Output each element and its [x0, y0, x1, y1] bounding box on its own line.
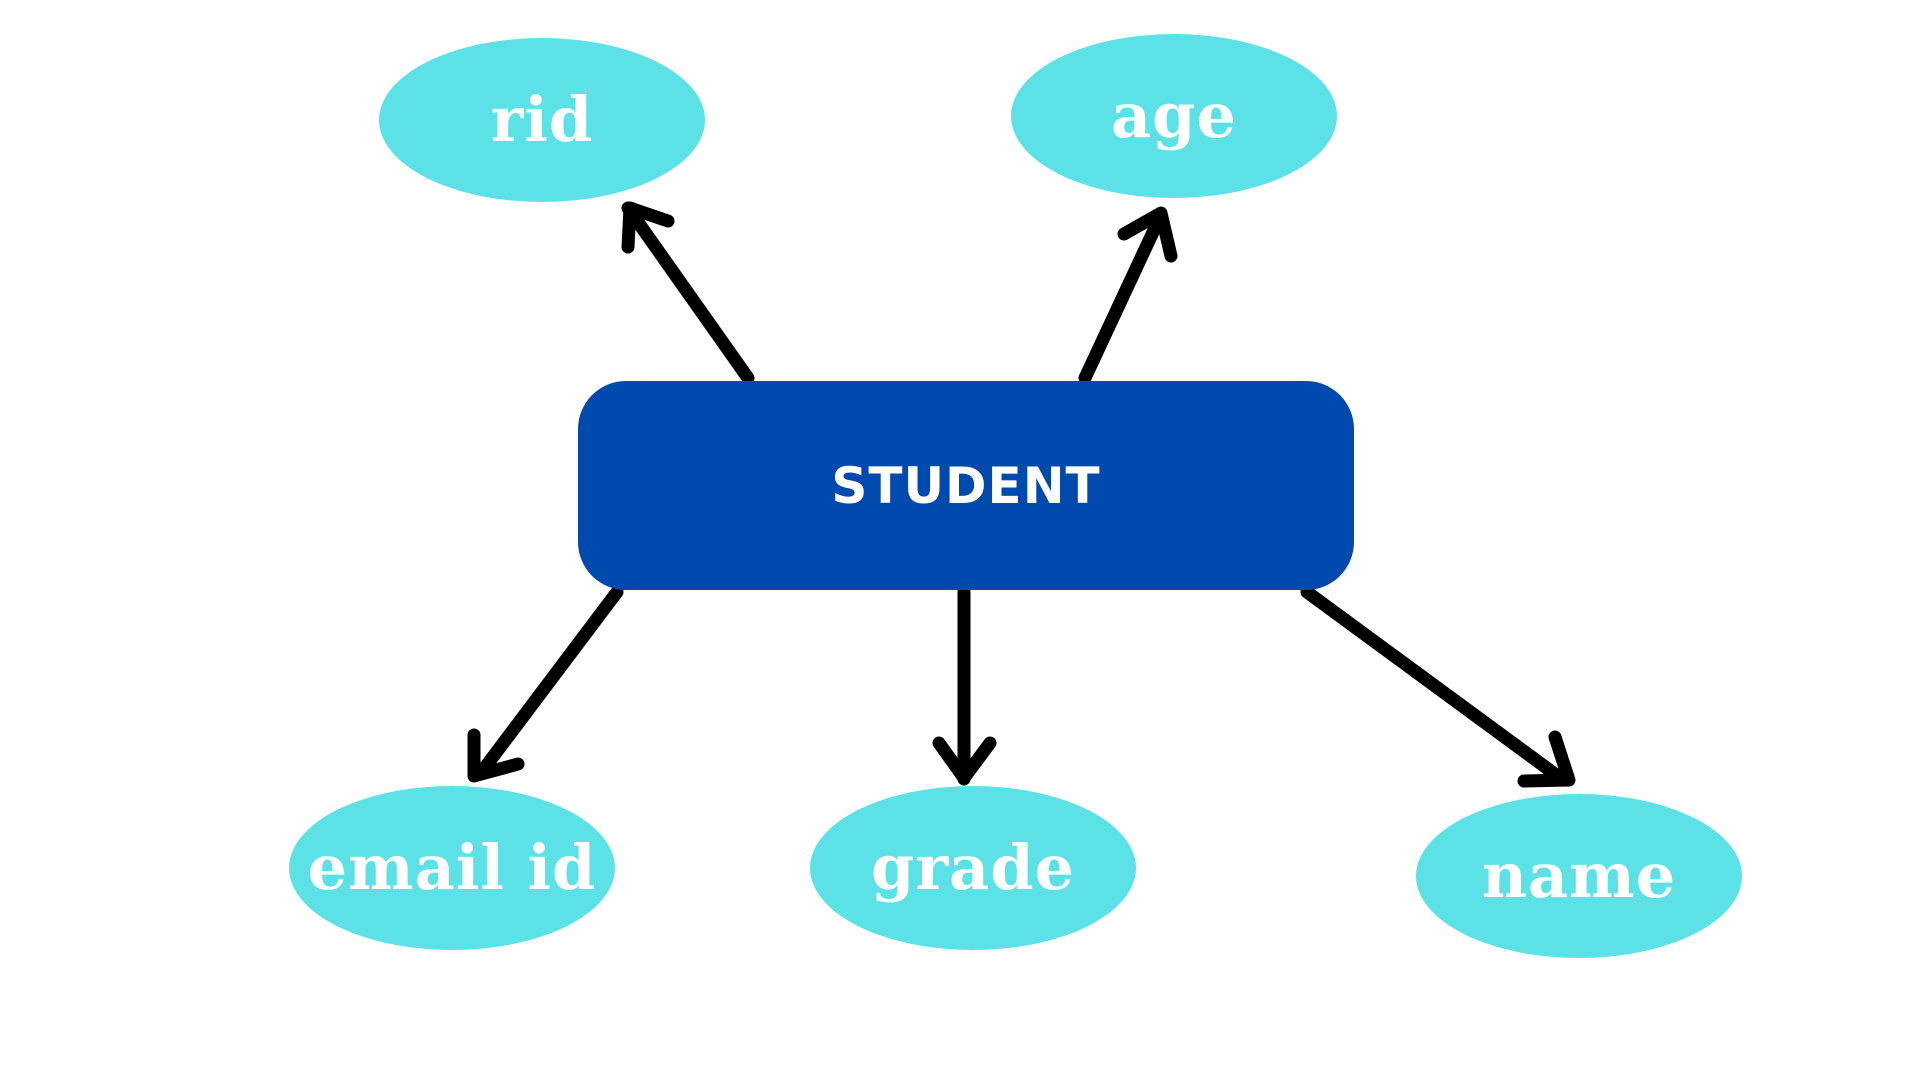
- attribute-age: age: [1011, 34, 1337, 198]
- arrow-to-name: [1300, 585, 1576, 788]
- attribute-label: name: [1481, 839, 1677, 912]
- arrowhead: [932, 736, 997, 785]
- arrow-shaft: [1300, 585, 1570, 787]
- arrow-to-rid: [621, 201, 755, 385]
- arrow-to-email-id: [467, 585, 624, 783]
- attribute-label: rid: [490, 83, 594, 156]
- arrowhead: [1117, 206, 1178, 263]
- entity-label: STUDENT: [831, 456, 1101, 515]
- arrow-shaft: [621, 201, 755, 385]
- attribute-label: email id: [307, 831, 597, 904]
- attribute-grade: grade: [810, 786, 1136, 950]
- arrow-to-grade: [932, 585, 997, 786]
- arrowhead: [1517, 730, 1576, 788]
- arrowhead: [467, 728, 525, 783]
- entity-student: STUDENT: [578, 381, 1354, 590]
- arrow-shaft: [1078, 208, 1168, 385]
- attribute-label: grade: [871, 831, 1075, 904]
- attribute-name: name: [1416, 794, 1742, 958]
- attribute-rid: rid: [379, 38, 705, 202]
- arrow-shaft: [476, 585, 624, 777]
- attribute-email-id: email id: [289, 786, 615, 950]
- arrowhead: [621, 201, 675, 254]
- arrow-to-age: [1078, 206, 1178, 385]
- attribute-label: age: [1111, 79, 1237, 152]
